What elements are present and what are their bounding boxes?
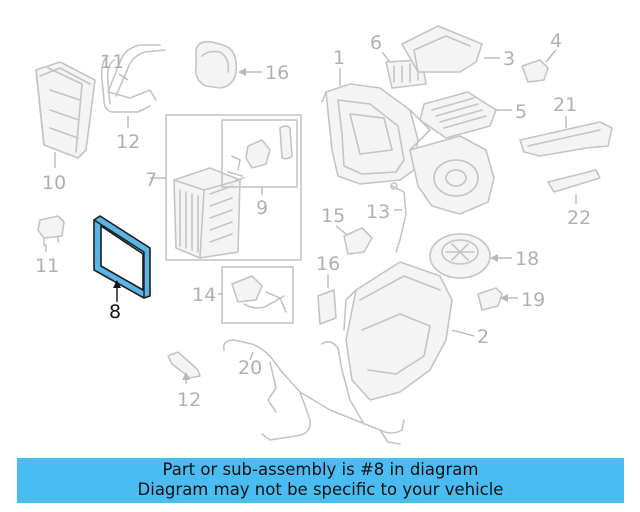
leader-21 bbox=[249, 351, 254, 361]
callout-4: 4 bbox=[550, 30, 562, 52]
callout-12-upper: 11 bbox=[100, 51, 124, 73]
part-15-actuator bbox=[231, 275, 287, 313]
callout-8: 8 bbox=[109, 301, 121, 323]
part-1-hvac-case bbox=[321, 83, 495, 215]
part-15-group-box bbox=[221, 266, 294, 324]
callout-7: 7 bbox=[145, 169, 157, 191]
callout-10: 10 bbox=[42, 172, 66, 194]
leader-2 bbox=[451, 329, 475, 337]
part-2-lower-case bbox=[343, 261, 453, 401]
part-19-blower-motor bbox=[429, 233, 491, 279]
info-banner: Part or sub-assembly is #8 in diagram Di… bbox=[17, 458, 624, 503]
part-10-heater-core bbox=[35, 61, 96, 159]
part-11-bracket bbox=[37, 215, 65, 247]
part-21-wiring-harness bbox=[222, 339, 405, 445]
leader-4 bbox=[545, 49, 557, 63]
part-12-heater-hoses bbox=[100, 44, 166, 113]
callout-9: 9 bbox=[256, 197, 268, 219]
callout-1: 1 bbox=[333, 47, 345, 69]
part-9-group-box bbox=[221, 119, 298, 188]
callout-6: 6 bbox=[370, 32, 382, 54]
part-23-panel bbox=[547, 169, 601, 193]
callout-5: 5 bbox=[515, 101, 527, 123]
part-16-servo bbox=[343, 227, 373, 255]
part-3-filter-cover bbox=[401, 25, 483, 73]
callout-11: 11 bbox=[35, 255, 59, 277]
callout-21: 20 bbox=[238, 357, 262, 379]
leader-12a bbox=[118, 73, 129, 81]
callout-16: 15 bbox=[321, 205, 345, 227]
callout-17: 16 bbox=[316, 253, 340, 275]
callout-2: 2 bbox=[477, 326, 489, 348]
callout-3: 3 bbox=[503, 48, 515, 70]
leader-6 bbox=[381, 51, 391, 63]
callout-23: 22 bbox=[567, 207, 591, 229]
leader-16 bbox=[335, 225, 347, 235]
part-5-cabin-filter bbox=[419, 91, 497, 139]
callout-12-lower: 12 bbox=[116, 131, 140, 153]
part-4-clip bbox=[521, 59, 549, 83]
part-20-resistor bbox=[477, 287, 503, 311]
part-7-evaporator bbox=[173, 167, 241, 259]
callout-13: 12 bbox=[177, 389, 201, 411]
banner-line-1: Part or sub-assembly is #8 in diagram bbox=[162, 460, 479, 479]
part-14-sensor bbox=[390, 182, 407, 253]
callout-15: 14 bbox=[192, 284, 216, 306]
callout-20: 19 bbox=[521, 289, 545, 311]
part-9-expansion-valve bbox=[227, 125, 293, 181]
callout-14: 13 bbox=[366, 201, 390, 223]
part-8-seal-highlighted bbox=[93, 215, 151, 299]
banner-line-2: Diagram may not be specific to your vehi… bbox=[137, 480, 504, 499]
part-13-clip bbox=[167, 351, 201, 379]
callout-18: 16 bbox=[265, 62, 289, 84]
callout-22: 21 bbox=[553, 94, 577, 116]
part-17-actuator bbox=[317, 289, 337, 325]
part-7-group-box bbox=[165, 114, 302, 261]
part-22-duct bbox=[519, 121, 613, 157]
callout-19: 18 bbox=[515, 248, 539, 270]
part-18-cap bbox=[194, 40, 238, 89]
